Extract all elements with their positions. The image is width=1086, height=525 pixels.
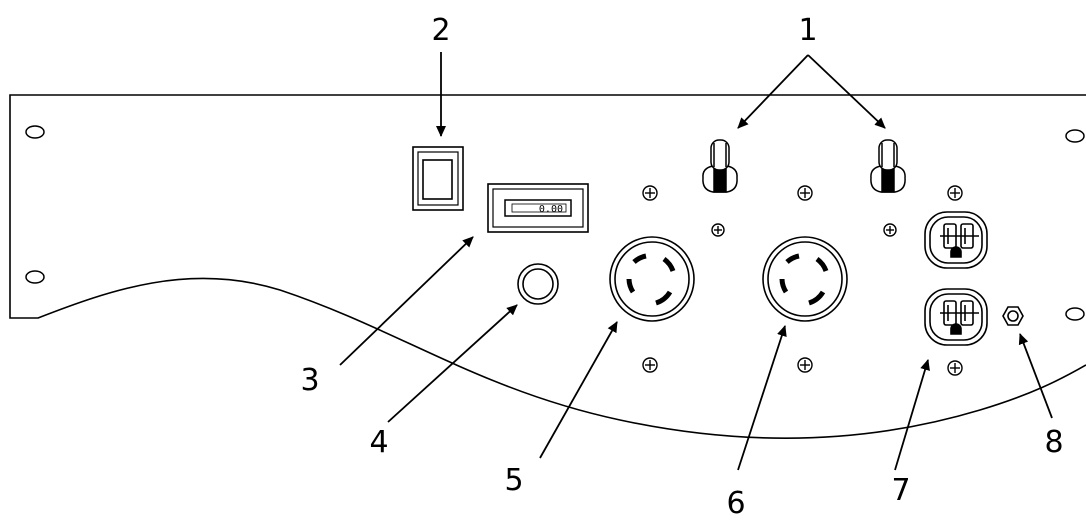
screw [947, 360, 963, 376]
hour-meter: 0.00 [487, 183, 589, 233]
screw [797, 185, 813, 201]
duplex-outlet-top [924, 211, 988, 269]
callout-label-5: 5 [504, 463, 523, 498]
twist-lock-receptacle-right [762, 236, 848, 322]
screw [797, 357, 813, 373]
screw [883, 223, 897, 237]
callout-label-7: 7 [891, 473, 910, 508]
callout-label-4: 4 [369, 425, 388, 460]
rocker-switch [412, 146, 464, 211]
callout-arrow-6 [737, 325, 787, 471]
callout-arrow-5 [539, 321, 618, 459]
reset-button [517, 263, 559, 305]
callout-arrows [339, 52, 1053, 471]
screw [642, 185, 658, 201]
duplex-outlet-bottom [924, 288, 988, 346]
callout-label-3: 3 [300, 363, 319, 398]
mounting-slot [1065, 307, 1085, 321]
callout-arrow-3 [339, 236, 474, 366]
callout-label-2: 2 [431, 13, 450, 48]
panel-screws [642, 185, 963, 376]
mounting-slot [25, 125, 45, 139]
callout-arrow-1a [737, 54, 809, 129]
screw [711, 223, 725, 237]
callout-labels: 1 2 3 4 5 6 7 8 [300, 13, 1063, 521]
callout-arrow-4 [387, 304, 518, 423]
toggle-breaker-right [870, 139, 906, 193]
hour-meter-reading: 0.00 [539, 204, 563, 215]
callout-label-6: 6 [726, 486, 745, 521]
mounting-slot [25, 270, 45, 284]
toggle-breaker-left [702, 139, 738, 193]
mounting-slots [25, 125, 1085, 321]
twist-lock-receptacle-left [609, 236, 695, 322]
callout-arrow-7 [894, 359, 930, 471]
ground-terminal [1002, 306, 1024, 326]
callout-arrow-8 [1018, 333, 1053, 419]
panel-outline [9, 94, 1086, 439]
callout-label-8: 8 [1044, 425, 1063, 460]
callout-arrow-1b [807, 54, 886, 129]
screw [642, 357, 658, 373]
callout-label-1: 1 [798, 13, 817, 48]
mounting-slot [1065, 129, 1085, 143]
screw [947, 185, 963, 201]
